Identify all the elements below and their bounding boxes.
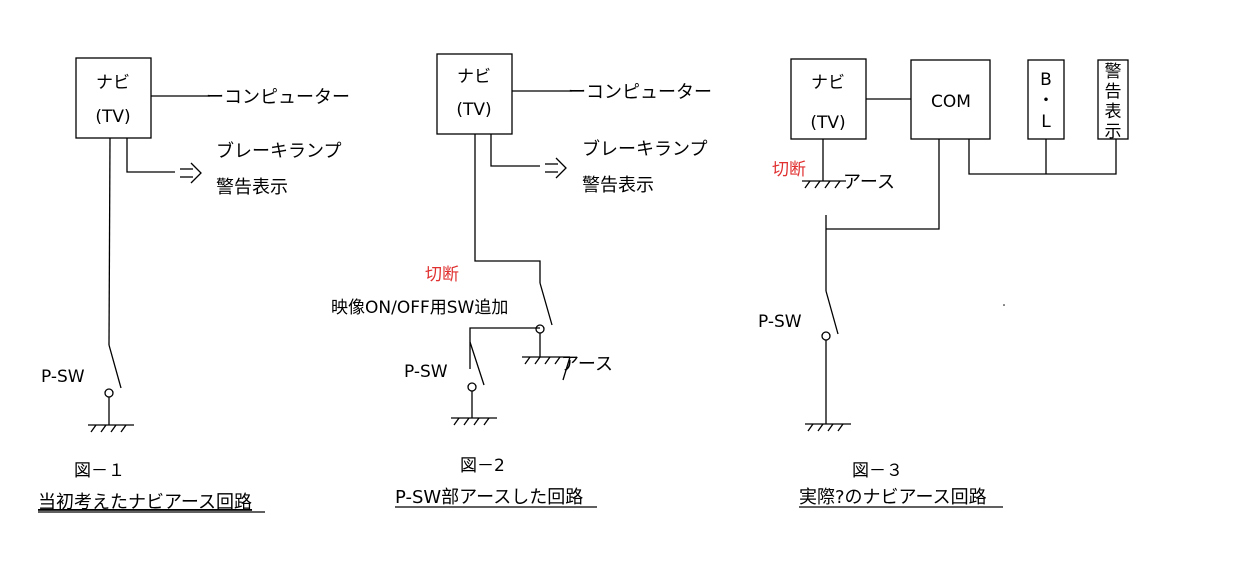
bl-bottom-label: L — [1041, 112, 1051, 132]
navi-label: ナビ — [96, 73, 130, 93]
sw-added-label: 映像ON/OFF用SW追加 — [331, 298, 508, 318]
computer-label: ーコンピューター — [568, 82, 712, 103]
computer-label: ーコンピューター — [206, 87, 350, 108]
psw-contact — [821, 331, 831, 341]
figure-caption: 当初考えたナビアース回路 — [38, 492, 252, 513]
navi-label: ナビ — [811, 73, 845, 93]
bl-top-label: B — [1040, 70, 1052, 90]
com-earth-wire — [826, 139, 940, 230]
ground-symbol-icon — [88, 424, 134, 433]
navi-tv-box — [75, 57, 152, 139]
navi-tv-box — [436, 53, 513, 135]
tv-label: (TV) — [95, 107, 130, 127]
ground-symbol-icon — [802, 180, 846, 189]
psw-contact — [467, 382, 477, 392]
ground-symbol-icon — [522, 356, 571, 381]
earth-wire — [108, 137, 111, 346]
figure-number: 図－３ — [852, 461, 903, 481]
psw-wire — [469, 327, 540, 369]
psw-switch-blade — [469, 341, 485, 386]
warning-char: 警 — [1105, 62, 1122, 82]
arrow-icon — [180, 162, 202, 184]
figure-3: ナビ (TV) COM B ・ L 警 告 表 示 切断 アース — [758, 58, 1129, 508]
earth-label: アース — [561, 354, 613, 375]
navi-label: ナビ — [457, 67, 491, 87]
lamp-bus-wire — [968, 139, 1117, 175]
com-box — [910, 59, 991, 140]
cut-label: 切断 — [772, 160, 806, 180]
earth-wire — [474, 134, 541, 283]
brake-lamp-label: ブレーキランプ — [216, 140, 341, 162]
figure-caption: 実際?のナビアース回路 — [799, 487, 987, 508]
figure-caption: P-SW部アースした回路 — [395, 487, 583, 508]
figure-1: ナビ (TV) ーコンピューター ブレーキランプ 警告表示 P-SW 図－１ 当… — [38, 57, 350, 513]
brake-wire — [126, 138, 175, 173]
earth-label: アース — [843, 172, 895, 193]
tv-label: (TV) — [810, 113, 845, 133]
arrow-icon — [545, 157, 567, 179]
warning-label: 警告表示 — [582, 175, 654, 196]
bl-dot-label: ・ — [1038, 91, 1055, 111]
ground-symbol-icon — [805, 423, 851, 432]
psw-switch-blade — [108, 344, 122, 389]
ground-symbol-icon — [451, 417, 497, 426]
figure-number: 図－2 — [460, 456, 505, 476]
brake-wire — [490, 134, 540, 167]
figure-number: 図－１ — [74, 461, 125, 481]
psw-contact — [104, 388, 114, 398]
warning-char: 示 — [1105, 122, 1122, 142]
figure-2: ナビ (TV) ーコンピューター ブレーキランプ 警告表示 切断 映像ON/OF… — [331, 53, 712, 508]
psw-label: P-SW — [41, 367, 85, 387]
warning-char: 告 — [1105, 82, 1122, 102]
tv-label: (TV) — [456, 100, 491, 120]
cut-label: 切断 — [425, 265, 459, 285]
video-switch-blade — [539, 282, 553, 326]
warning-label: 警告表示 — [216, 177, 288, 198]
psw-label: P-SW — [404, 362, 448, 382]
com-label: COM — [931, 92, 971, 112]
psw-switch-blade — [825, 290, 839, 335]
video-switch-contact — [535, 324, 545, 334]
bl-box — [1027, 59, 1065, 140]
warning-box — [1097, 59, 1129, 140]
stray-dot — [1003, 304, 1005, 306]
navi-tv-box — [790, 58, 867, 140]
psw-label: P-SW — [758, 312, 802, 332]
brake-lamp-label: ブレーキランプ — [582, 138, 707, 160]
warning-char: 表 — [1105, 102, 1122, 122]
